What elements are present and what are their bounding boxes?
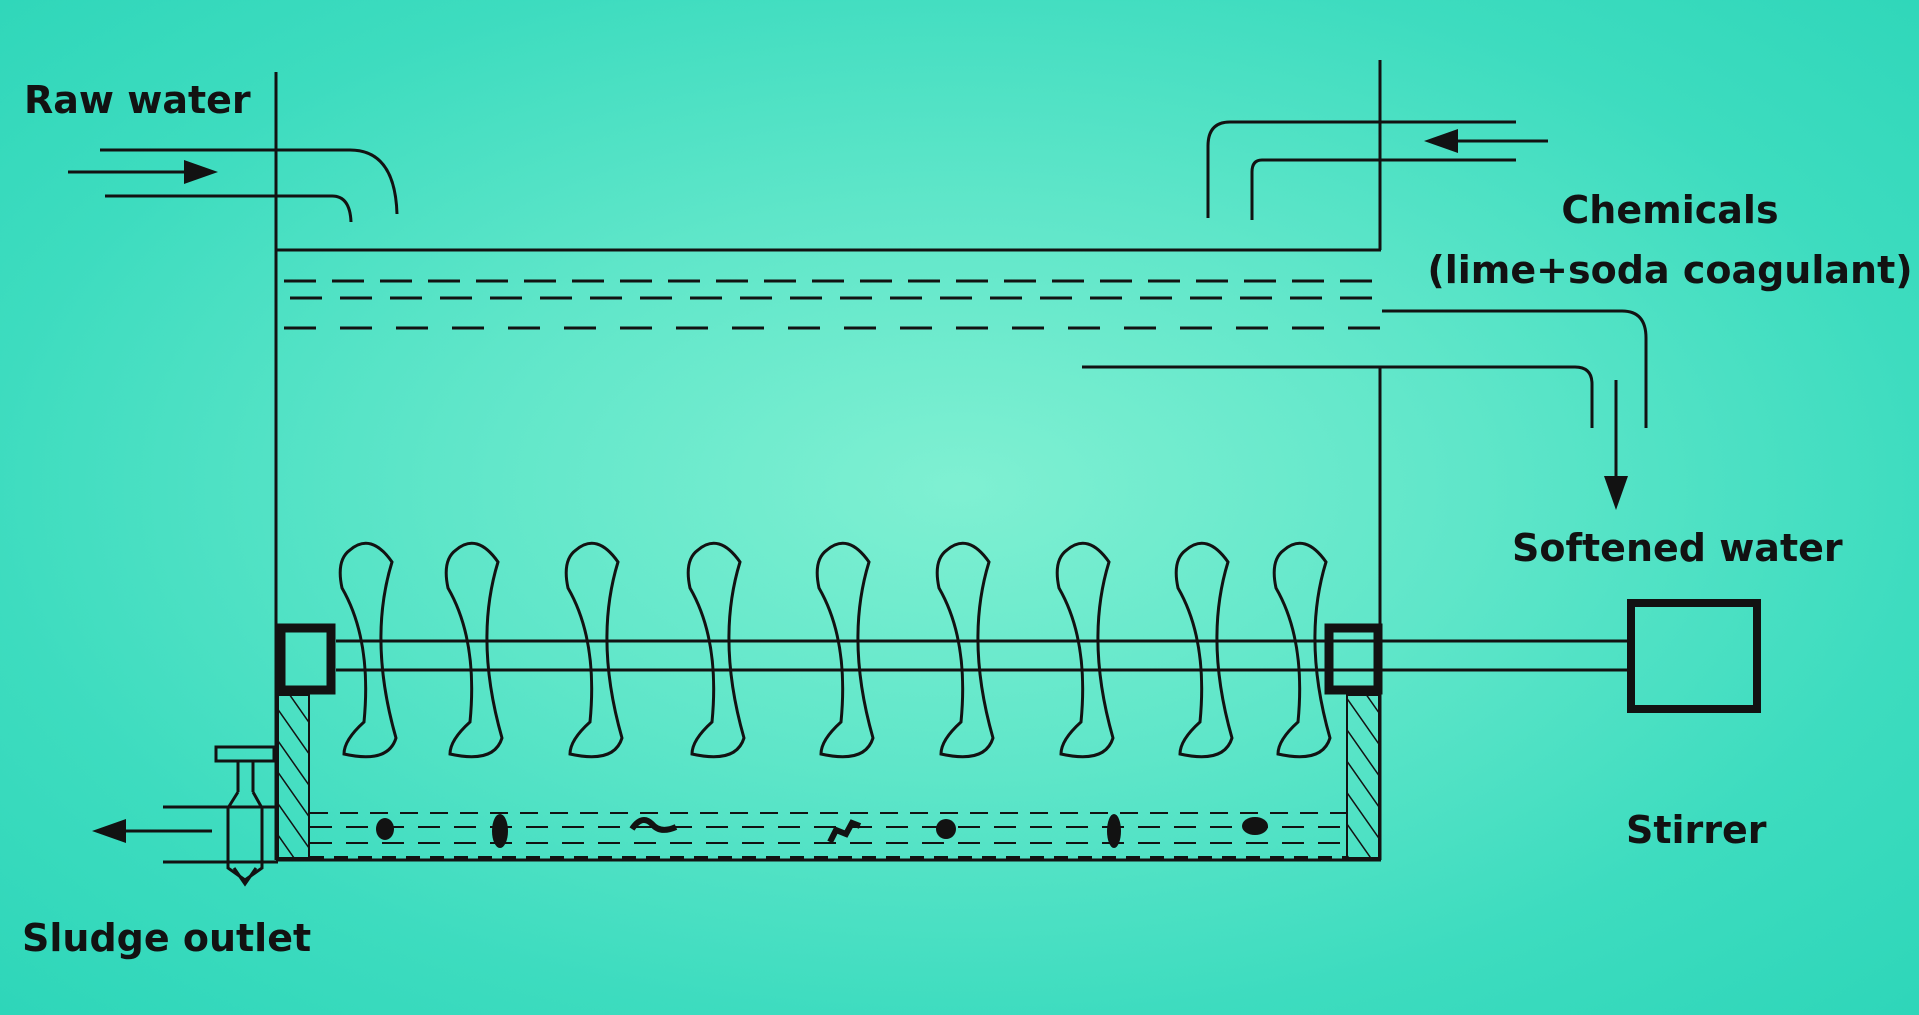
- valve-icon: [214, 745, 276, 887]
- sludge-layer: [310, 812, 1346, 860]
- chemicals-arrow-icon: [1424, 129, 1548, 153]
- stirrer-paddle: [338, 541, 398, 759]
- stirrer-paddle: [1272, 541, 1332, 759]
- stirrer-label: Stirrer: [1626, 808, 1767, 852]
- softened-water-arrow-icon: [1604, 380, 1628, 510]
- sludge-outlet-label: Sludge outlet: [22, 916, 312, 960]
- chemicals-detail-label: (lime+soda coagulant): [1427, 248, 1913, 292]
- stirrer-paddle: [1055, 541, 1115, 759]
- right-bearing: [1324, 623, 1383, 695]
- stirrer-shaft: [336, 639, 1628, 672]
- stirrer-paddle: [1174, 541, 1234, 759]
- softened-water-label: Softened water: [1512, 526, 1843, 570]
- sludge-outlet-arrow-icon: [92, 819, 212, 843]
- stirrer-paddle: [564, 541, 624, 759]
- stirrer-paddle: [444, 541, 504, 759]
- stirrer-paddle: [935, 541, 995, 759]
- stirrer-paddles: [338, 541, 1332, 759]
- stirrer-paddle: [686, 541, 746, 759]
- raw-water-label: Raw water: [24, 78, 251, 122]
- chemicals-label: Chemicals: [1561, 188, 1779, 232]
- chemicals-inlet-pipe: [1206, 60, 1516, 250]
- raw-water-arrow-icon: [68, 160, 218, 184]
- stirrer-motor-box: [1627, 599, 1761, 713]
- tank-walls: [274, 248, 1382, 862]
- raw-water-inlet-pipe: [100, 72, 399, 250]
- stirrer-paddle: [815, 541, 875, 759]
- water-surface-dashes: [284, 279, 1380, 330]
- sludge-outlet-pipe: [163, 805, 278, 864]
- softened-water-outlet-pipe: [1082, 309, 1648, 428]
- hatched-tank-base: [277, 694, 1380, 859]
- left-bearing: [276, 623, 336, 695]
